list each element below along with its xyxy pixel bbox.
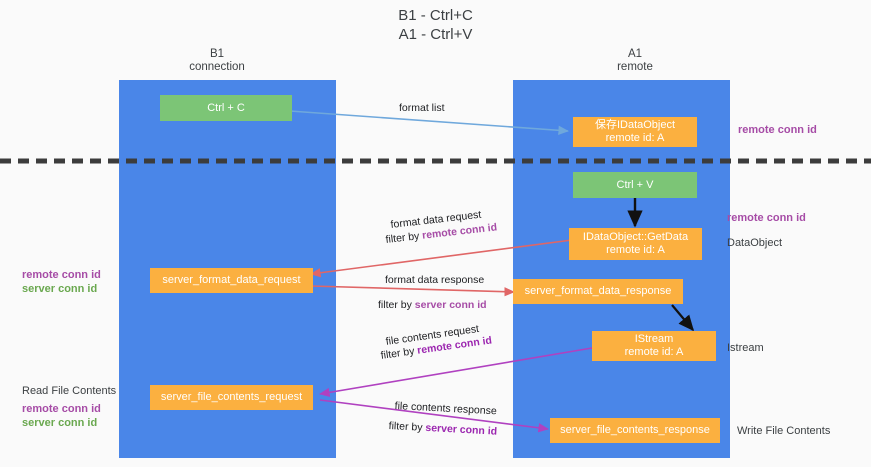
side-label-write-file-contents: Write File Contents bbox=[737, 425, 831, 437]
node-istream-line2: remote id: A bbox=[624, 346, 684, 358]
lane-header-a1: A1 remote bbox=[555, 48, 715, 74]
side-label-read-file-contents: Read File Contents bbox=[22, 385, 117, 397]
edge-label-file-contents-response-filter: filter by server conn id bbox=[388, 420, 497, 439]
node-ctrl-c[interactable]: Ctrl + C bbox=[160, 95, 292, 121]
side-label-istream: Istream bbox=[727, 342, 764, 354]
side-label-left-remote-conn-id-2: remote conn id bbox=[22, 403, 101, 415]
node-ctrl-v[interactable]: Ctrl + V bbox=[573, 172, 697, 198]
node-istream[interactable]: IStream remote id: A bbox=[592, 331, 716, 361]
node-idataobject-getdata[interactable]: IDataObject::GetData remote id: A bbox=[569, 228, 702, 260]
node-server-format-data-response[interactable]: server_format_data_response bbox=[513, 279, 683, 304]
side-label-remote-conn-id-mid: remote conn id bbox=[727, 212, 806, 224]
node-istream-line1: IStream bbox=[634, 333, 674, 345]
edge-label-format-data-response-filter: filter by server conn id bbox=[378, 299, 487, 312]
side-label-remote-conn-id-top: remote conn id bbox=[738, 124, 817, 136]
lane-header-a1-name: A1 bbox=[627, 48, 643, 60]
title-line-1: B1 - Ctrl+C bbox=[398, 7, 473, 24]
node-server-file-contents-request-label: server_file_contents_request bbox=[160, 391, 303, 403]
node-server-format-data-request-label: server_format_data_request bbox=[162, 274, 301, 286]
node-server-file-contents-response[interactable]: server_file_contents_response bbox=[550, 418, 720, 443]
side-label-dataobject: DataObject bbox=[727, 237, 783, 249]
filter-value-4: server conn id bbox=[425, 421, 498, 438]
lane-header-b1-sub: connection bbox=[189, 61, 245, 73]
edge-label-format-data-response: format data response bbox=[385, 274, 485, 286]
page-title: B1 - Ctrl+C A1 - Ctrl+V bbox=[0, 6, 871, 44]
node-server-format-data-response-label: server_format_data_response bbox=[524, 285, 672, 297]
edge-label-file-contents-response: file contents response bbox=[394, 400, 498, 418]
node-server-file-contents-response-label: server_file_contents_response bbox=[560, 424, 710, 436]
side-label-left-server-conn-id-1: server conn id bbox=[22, 283, 98, 295]
side-label-left-server-conn-id-2: server conn id bbox=[22, 417, 98, 429]
title-line-2: A1 - Ctrl+V bbox=[398, 26, 473, 43]
node-server-file-contents-request[interactable]: server_file_contents_request bbox=[150, 385, 313, 410]
node-save-idataobject[interactable]: 保存IDataObject remote id: A bbox=[573, 117, 697, 147]
node-idataobject-getdata-line2: remote id: A bbox=[606, 244, 665, 256]
node-ctrl-c-label: Ctrl + C bbox=[207, 101, 245, 114]
node-save-idataobject-line2: remote id: A bbox=[605, 132, 665, 144]
side-label-left-remote-conn-id-1: remote conn id bbox=[22, 269, 101, 281]
edge-label-format-list: format list bbox=[399, 102, 445, 114]
lane-header-b1-name: B1 bbox=[209, 48, 225, 60]
filter-prefix-4: filter by bbox=[388, 420, 426, 434]
filter-value-2: server conn id bbox=[414, 299, 487, 311]
node-ctrl-v-label: Ctrl + V bbox=[616, 178, 654, 191]
filter-prefix-1: filter by bbox=[385, 229, 423, 246]
filter-prefix-2: filter by bbox=[378, 299, 415, 311]
lane-header-b1: B1 connection bbox=[137, 48, 297, 74]
node-idataobject-getdata-line1: IDataObject::GetData bbox=[582, 231, 689, 243]
lane-header-a1-sub: remote bbox=[617, 61, 653, 73]
node-save-idataobject-line1: 保存IDataObject bbox=[594, 119, 676, 131]
node-server-format-data-request[interactable]: server_format_data_request bbox=[150, 268, 313, 293]
